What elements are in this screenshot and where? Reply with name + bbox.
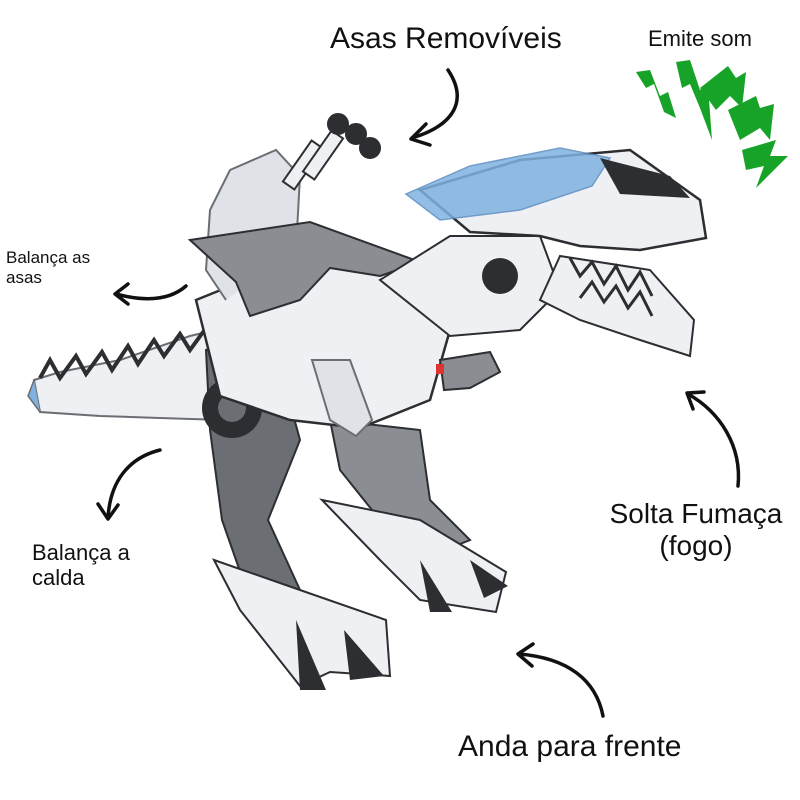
- label-removable-wings: Asas Removíveis: [330, 22, 562, 55]
- sound-bolt-icon: [676, 60, 712, 140]
- sound-bolt-icon: [728, 96, 774, 140]
- label-flaps-wings: Balança as asas: [6, 248, 91, 287]
- wing-launcher: [281, 113, 381, 191]
- dino-foot-front: [319, 498, 508, 614]
- sound-bolts: [636, 60, 788, 188]
- curved-arrow-icon: [516, 642, 605, 718]
- dino-wing: [187, 220, 423, 318]
- robot-dinosaur: [27, 113, 708, 690]
- label-smoke: Solta Fumaça (fogo): [586, 498, 800, 562]
- label-smoke-line2: (fogo): [659, 530, 733, 562]
- dino-arm: [310, 359, 374, 438]
- label-wags-tail: Balança a calda: [32, 540, 130, 591]
- label-emits-sound: Emite som: [648, 26, 752, 51]
- sound-bolt-icon: [636, 70, 676, 118]
- curved-arrow-icon: [409, 68, 459, 147]
- curved-arrow-icon: [113, 282, 188, 306]
- curved-arrow-icon: [96, 448, 162, 521]
- sound-bolt-icon: [700, 66, 746, 110]
- label-smoke-line1: Solta Fumaça: [609, 498, 783, 529]
- dino-visor: [404, 147, 612, 221]
- sound-bolt-icon: [742, 140, 788, 188]
- label-walks-forward: Anda para frente: [458, 730, 682, 763]
- arrows: [96, 68, 741, 718]
- curved-arrow-icon: [685, 390, 741, 488]
- dino-jaw: [538, 254, 696, 358]
